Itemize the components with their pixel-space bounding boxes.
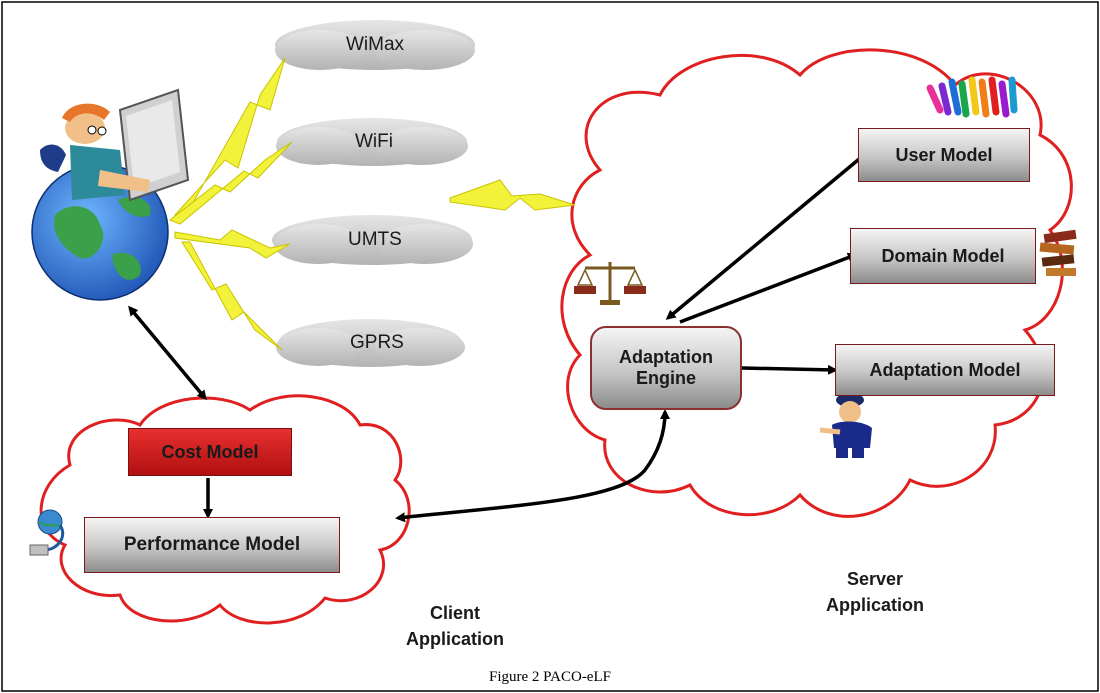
client-application-label: Client Application [385,600,525,652]
network-cloud-wimax [275,20,475,70]
scales-icon [574,262,646,305]
arrow-performance-engine [395,409,670,523]
performance-model-label: Performance Model [123,534,301,555]
network-cloud-umts [272,215,473,265]
people-group-icon [926,76,1018,118]
network-label-wimax: WiMax [346,34,405,55]
books-icon [1039,229,1077,276]
user-model-box: User Model [858,128,1030,182]
server-application-line1: Server [846,569,904,589]
domain-model-box: Domain Model [850,228,1036,284]
client-application-line2: Application [406,629,504,649]
performance-model-box: Performance Model [84,517,340,573]
network-cable-icon [29,509,64,556]
police-officer-icon [819,393,872,458]
user-model-label: User Model [895,144,993,165]
network-cloud-wifi [276,118,468,166]
cost-model-label: Cost Model [161,441,259,462]
arrow-engine-adaptation-model [741,364,838,375]
domain-model-label: Domain Model [881,245,1005,266]
cost-model-box: Cost Model [128,428,292,476]
adaptation-engine-box: Adaptation Engine [590,326,742,410]
server-application-line2: Application [826,595,924,615]
lightning-wimax-icon [173,57,286,216]
lightning-gprs-icon [181,241,283,351]
network-label-wifi: WiFi [355,131,393,152]
network-label-gprs: GPRS [350,332,404,353]
server-application-label: Server Application [810,566,940,618]
adaptation-engine-line2: Engine [635,368,696,388]
arrow-engine-domain [679,252,858,324]
adaptation-model-label: Adaptation Model [869,359,1021,380]
figure-caption: Figure 2 PACO-eLF [489,669,611,685]
adaptation-engine-line1: Adaptation [619,347,713,367]
lightning-wifi-icon [169,141,293,225]
user-laptop-globe-icon [31,88,190,301]
lightning-server-icon [449,179,576,211]
adaptation-model-box: Adaptation Model [835,344,1055,396]
lightning-umts-icon [174,229,291,259]
client-application-line1: Client [429,603,480,623]
arrow-engine-user [665,148,873,320]
network-label-umts: UMTS [348,229,402,250]
arrow-globe-cost [128,305,207,401]
network-cloud-gprs [276,319,465,367]
